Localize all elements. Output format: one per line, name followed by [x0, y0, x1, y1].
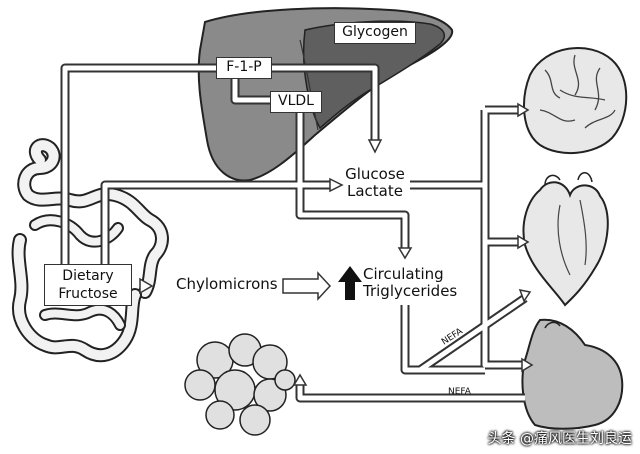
chylomicrons-arrow: [282, 271, 332, 301]
intestines: [11, 138, 169, 363]
brain: [523, 47, 628, 155]
chylomicrons-label: Chylomicrons: [176, 275, 278, 293]
glycogen-label: Glycogen: [342, 24, 408, 40]
circulating-label: Circulating: [363, 265, 444, 283]
watermark: 头条 @痛风医生刘良运: [487, 431, 632, 447]
glucose-label: Glucose: [345, 165, 405, 183]
heart: [522, 172, 609, 307]
glucose-lactate-label: Glucose Lactate: [340, 165, 410, 201]
pathways-inner: [62, 65, 527, 401]
dietary-label: Dietary: [62, 268, 114, 284]
lactate-label: Lactate: [347, 182, 403, 201]
circulating-triglycerides-label: Circulating Triglycerides: [363, 265, 458, 301]
vldl-label: VLDL: [278, 93, 314, 109]
f1p-label: F-1-P: [226, 59, 262, 75]
adipose-tissue: [184, 333, 296, 436]
muscle: [521, 318, 624, 430]
triglycerides-label: Triglycerides: [363, 282, 458, 301]
f1p-box: F-1-P: [216, 57, 272, 79]
nefa-lower-label: NEFA: [448, 387, 471, 397]
dietary-fructose-box: Dietary Fructose: [44, 264, 132, 306]
glycogen-box: Glycogen: [334, 22, 416, 44]
vldl-box: VLDL: [270, 91, 322, 113]
increase-arrow-icon: [338, 266, 362, 300]
fructose-label: Fructose: [58, 286, 118, 302]
